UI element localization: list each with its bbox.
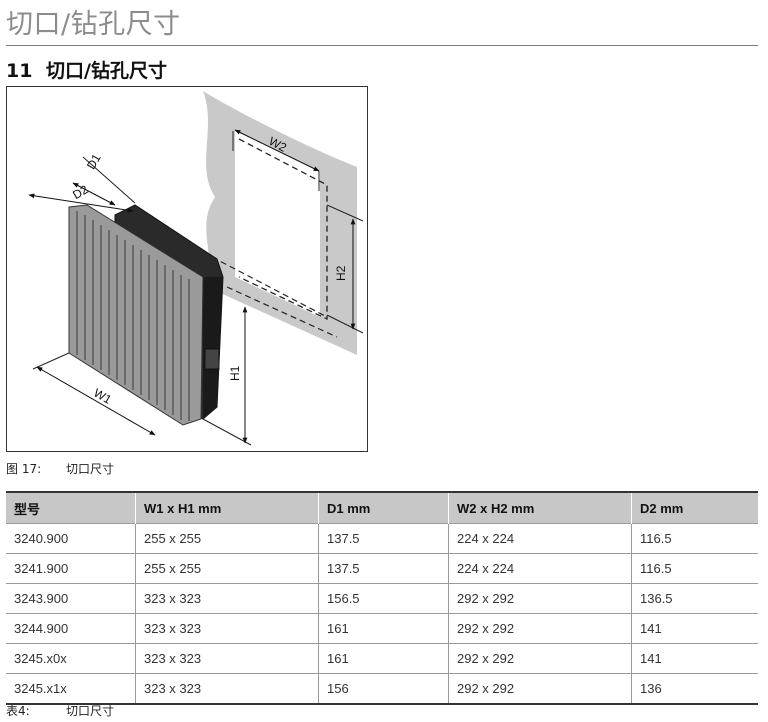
cell-model: 3245.x1x: [6, 673, 136, 705]
table-caption: 表4: 切口尺寸: [6, 702, 114, 719]
table-row: 3245.x1x 323 x 323 156 292 x 292 136: [6, 673, 758, 705]
figure-caption-text: 切口尺寸: [66, 462, 115, 476]
device-housing-side: [203, 277, 223, 419]
cell-w2h2: 224 x 224: [448, 553, 632, 584]
table-row: 3245.x0x 323 x 323 161 292 x 292 141: [6, 643, 758, 674]
h1-bottom-ext: [202, 418, 252, 446]
table-row: 3243.900 323 x 323 156.5 292 x 292 136.5: [6, 583, 758, 614]
cell-d2: 136: [631, 673, 758, 705]
label-d1: D1: [84, 151, 104, 172]
cell-d1: 156.5: [318, 583, 449, 614]
table-row: 3244.900 323 x 323 161 292 x 292 141: [6, 613, 758, 644]
h2-bottom-ext: [326, 314, 364, 334]
header-w2h2: W2 x H2 mm: [448, 491, 632, 524]
cell-w2h2: 292 x 292: [448, 613, 632, 644]
cell-d1: 137.5: [318, 553, 449, 584]
figure-caption-label: 图 17:: [6, 462, 42, 476]
h2-top-ext: [326, 204, 364, 222]
d1-ext: [82, 156, 136, 204]
w1-left-ext: [32, 352, 70, 370]
cell-d2: 141: [631, 643, 758, 674]
cutout-diagram: D1 D2 W1 H1 W2 H2: [28, 91, 364, 446]
label-d2: D2: [70, 182, 91, 202]
cutout-dashed-outline: [238, 138, 328, 321]
cell-w1h1: 323 x 323: [135, 613, 319, 644]
header-d2: D2 mm: [631, 491, 758, 524]
section-title: 切口/钻孔尺寸: [46, 60, 167, 82]
cell-w2h2: 292 x 292: [448, 673, 632, 705]
cell-model: 3243.900: [6, 583, 136, 614]
cell-d2: 116.5: [631, 553, 758, 584]
cell-d2: 136.5: [631, 583, 758, 614]
cell-w1h1: 255 x 255: [135, 523, 319, 554]
grille-fins: [76, 211, 190, 421]
cell-w2h2: 292 x 292: [448, 583, 632, 614]
w2-dim-line: [234, 129, 320, 172]
table-caption-label: 表4:: [6, 704, 30, 718]
cell-d1: 161: [318, 643, 449, 674]
cell-model: 3245.x0x: [6, 643, 136, 674]
table-caption-text: 切口尺寸: [66, 704, 115, 718]
cell-w2h2: 292 x 292: [448, 643, 632, 674]
wall-cutout: [235, 131, 320, 317]
table-row: 3241.900 255 x 255 137.5 224 x 224 116.5: [6, 553, 758, 584]
d2-dim-line: [72, 182, 116, 206]
cell-w1h1: 323 x 323: [135, 673, 319, 705]
cutout-figure: D1 D2 W1 H1 W2 H2: [6, 86, 368, 452]
dimensions-table: 型号 W1 x H1 mm D1 mm W2 x H2 mm D2 mm 324…: [6, 491, 758, 705]
table-header-row: 型号 W1 x H1 mm D1 mm W2 x H2 mm D2 mm: [6, 491, 758, 524]
label-h2: H2: [334, 265, 348, 281]
projection-dashed-2: [226, 286, 338, 338]
section-number: 11: [6, 60, 33, 82]
w1-dim-line: [36, 366, 156, 436]
cell-model: 3240.900: [6, 523, 136, 554]
section-heading: 11 切口/钻孔尺寸: [6, 56, 167, 83]
projection-dashed: [211, 256, 328, 318]
cell-d2: 116.5: [631, 523, 758, 554]
label-h1: H1: [228, 365, 242, 381]
cell-w1h1: 323 x 323: [135, 643, 319, 674]
connector-block: [204, 348, 220, 370]
running-head: 切口/钻孔尺寸: [6, 9, 181, 40]
header-divider: [6, 45, 758, 46]
table-row: 3240.900 255 x 255 137.5 224 x 224 116.5: [6, 523, 758, 554]
cell-d2: 141: [631, 613, 758, 644]
label-w1: W1: [91, 386, 114, 407]
header-model: 型号: [6, 491, 136, 524]
figure-caption: 图 17: 切口尺寸: [6, 460, 114, 477]
header-d1: D1 mm: [318, 491, 449, 524]
cell-w1h1: 255 x 255: [135, 553, 319, 584]
cell-model: 3241.900: [6, 553, 136, 584]
cell-d1: 137.5: [318, 523, 449, 554]
cell-w1h1: 323 x 323: [135, 583, 319, 614]
cell-d1: 161: [318, 613, 449, 644]
header-w1h1: W1 x H1 mm: [135, 491, 319, 524]
cell-model: 3244.900: [6, 613, 136, 644]
cell-d1: 156: [318, 673, 449, 705]
cell-w2h2: 224 x 224: [448, 523, 632, 554]
